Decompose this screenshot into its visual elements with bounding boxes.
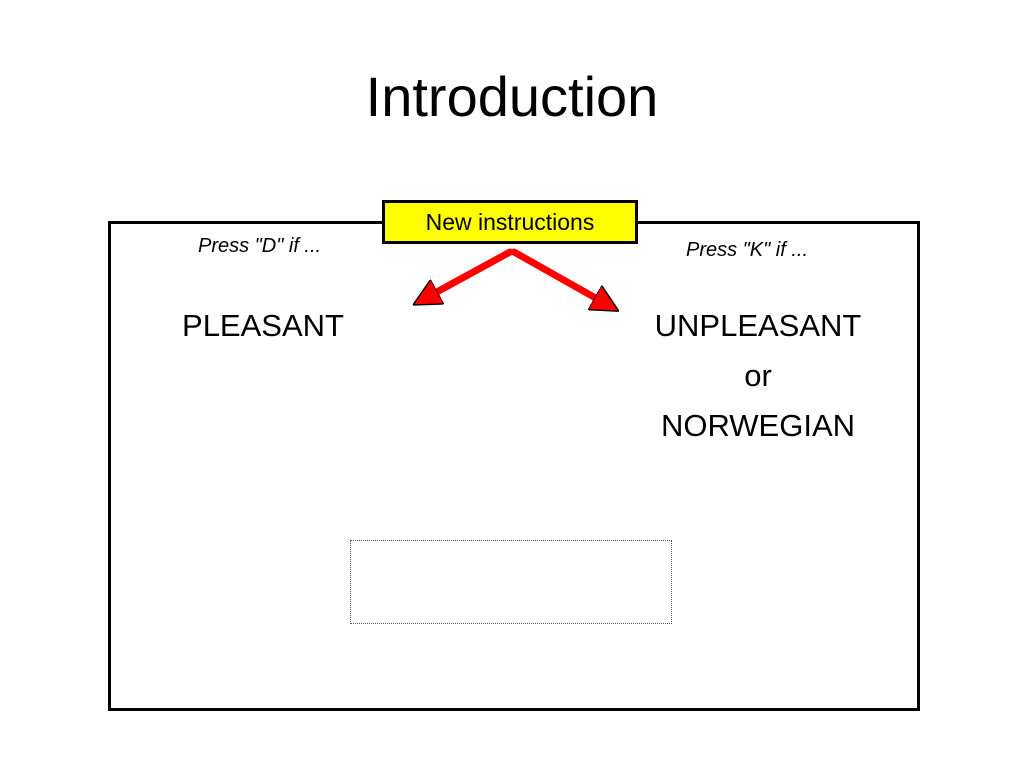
left-category-label: PLEASANT bbox=[182, 308, 344, 343]
left-category: PLEASANT bbox=[163, 301, 363, 351]
right-category-line-3: NORWEGIAN bbox=[660, 408, 856, 443]
right-key-prompt: Press "K" if ... bbox=[686, 239, 809, 261]
right-category-line-2: or bbox=[744, 358, 772, 393]
left-key-prompt: Press "D" if ... bbox=[198, 235, 322, 257]
slide-title: Introduction bbox=[365, 65, 659, 128]
new-instructions-banner: New instructions bbox=[382, 200, 638, 244]
right-category: UNPLEASANT or NORWEGIAN bbox=[628, 301, 888, 451]
task-frame bbox=[108, 221, 920, 711]
stimulus-box bbox=[350, 540, 672, 624]
right-category-line-1: UNPLEASANT bbox=[654, 308, 862, 343]
